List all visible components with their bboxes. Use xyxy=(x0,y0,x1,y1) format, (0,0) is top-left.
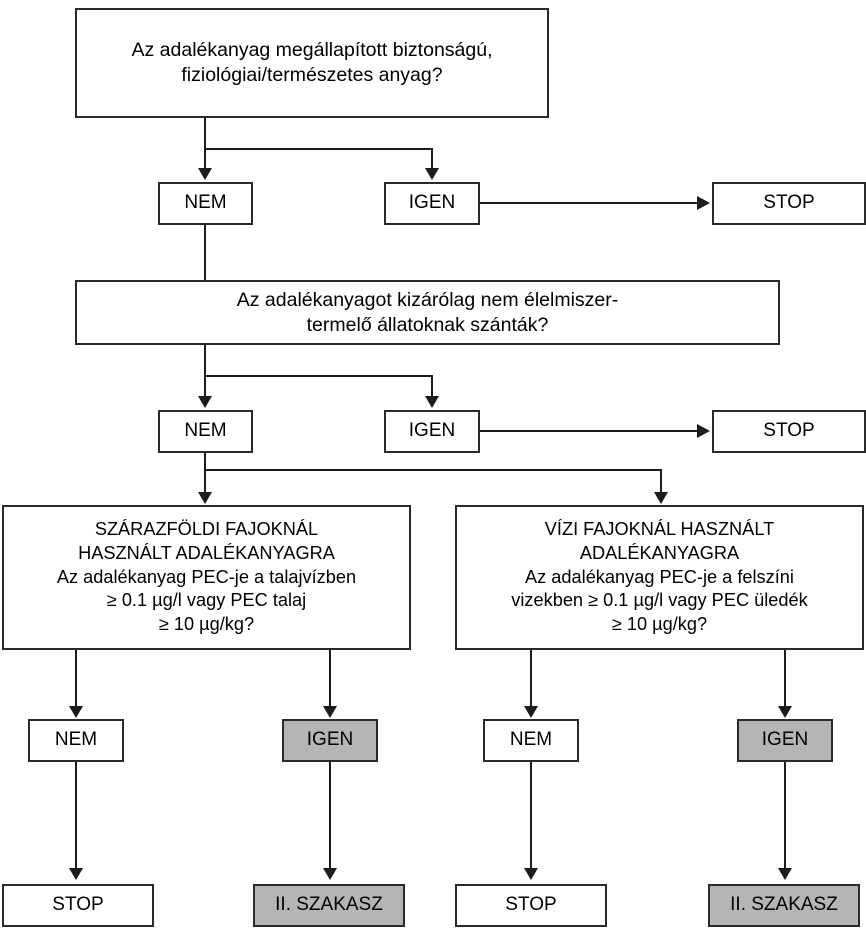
arrow-tigen-to-phase2-icon xyxy=(323,868,337,880)
node-aquatic-phase2: II. SZAKASZ xyxy=(708,884,860,927)
arrow-tnem-to-stop-icon xyxy=(69,868,83,880)
connector-nem2-to-aquatic xyxy=(660,469,662,493)
node-terrestrial-nem: NEM xyxy=(28,719,124,762)
arrow-terrestrial-to-nem-icon xyxy=(69,706,83,718)
node-terrestrial-stop: STOP xyxy=(2,884,154,927)
arrow-anem-to-stop-icon xyxy=(524,868,538,880)
terrestrial-heading-line-2: HASZNÁLT ADALÉKANYAGRA xyxy=(78,543,335,564)
node-q2-igen-label: IGEN xyxy=(408,420,456,442)
node-aquatic-igen: IGEN xyxy=(737,719,833,762)
node-aquatic-nem: NEM xyxy=(483,719,579,762)
node-q2-nem-label: NEM xyxy=(184,420,227,442)
node-terrestrial-phase2: II. SZAKASZ xyxy=(253,884,405,927)
arrow-aquatic-to-igen-icon xyxy=(778,706,792,718)
aquatic-pec-box: VÍZI FAJOKNÁL HASZNÁLT ADALÉKANYAGRA Az … xyxy=(455,505,864,650)
terrestrial-body-line-3: ≥ 10 µg/kg? xyxy=(158,613,255,634)
node-terrestrial-phase2-label: II. SZAKASZ xyxy=(275,894,383,916)
connector-tigen-to-phase2 xyxy=(329,762,331,872)
connector-q1-split-bar xyxy=(204,148,433,150)
node-q1-nem: NEM xyxy=(158,182,253,225)
aquatic-body-line-1: Az adalékanyag PEC-je a felszíni xyxy=(525,566,794,587)
terrestrial-body-line-2: ≥ 0.1 µg/l vagy PEC talaj xyxy=(106,590,307,611)
node-aquatic-stop-label: STOP xyxy=(505,894,557,916)
aquatic-heading-line-1: VÍZI FAJOKNÁL HASZNÁLT xyxy=(544,519,775,540)
node-q1-stop: STOP xyxy=(712,182,866,225)
connector-nem2-stub xyxy=(204,453,206,471)
connector-aquatic-to-igen xyxy=(784,650,786,712)
arrow-q1-to-nem-icon xyxy=(198,168,212,180)
node-aquatic-phase2-label: II. SZAKASZ xyxy=(730,894,838,916)
question-box-2-line-2: termelő állatoknak szánták? xyxy=(306,313,549,336)
connector-aquatic-to-nem xyxy=(530,650,532,712)
connector-nem1-to-q2 xyxy=(204,225,206,280)
node-terrestrial-igen: IGEN xyxy=(282,719,378,762)
question-box-2: Az adalékanyagot kizárólag nem élelmisze… xyxy=(75,280,780,345)
connector-nem2-to-terrestrial xyxy=(204,469,206,493)
connector-anem-to-stop xyxy=(530,762,532,872)
node-aquatic-stop: STOP xyxy=(455,884,607,927)
node-q1-igen: IGEN xyxy=(384,182,480,225)
node-q2-igen: IGEN xyxy=(384,410,480,453)
connector-igen2-to-stop xyxy=(480,430,699,432)
terrestrial-body-line-1: Az adalékanyag PEC-je a talajvízben xyxy=(56,566,357,587)
node-q1-stop-label: STOP xyxy=(763,192,815,214)
node-q1-nem-label: NEM xyxy=(184,192,227,214)
connector-terrestrial-to-nem xyxy=(75,650,77,712)
connector-q1-stub xyxy=(204,118,206,150)
arrow-q1-to-igen-icon xyxy=(425,168,439,180)
node-q2-stop-label: STOP xyxy=(763,420,815,442)
arrow-terrestrial-to-igen-icon xyxy=(323,706,337,718)
connector-q2-split-bar xyxy=(204,375,433,377)
arrow-q2-to-igen-icon xyxy=(425,396,439,408)
connector-q2-to-igen xyxy=(431,375,433,397)
aquatic-body-line-2: vizekben ≥ 0.1 µg/l vagy PEC üledék xyxy=(511,590,808,611)
node-terrestrial-nem-label: NEM xyxy=(54,729,98,751)
connector-q2-stub xyxy=(204,345,206,377)
arrow-nem2-to-aquatic-icon xyxy=(654,492,668,504)
node-q2-stop: STOP xyxy=(712,410,866,453)
node-q2-nem: NEM xyxy=(158,410,253,453)
terrestrial-heading-line-1: SZÁRAZFÖLDI FAJOKNÁL xyxy=(94,519,319,540)
question-box-1: Az adalékanyag megállapított biztonságú,… xyxy=(75,8,549,118)
connector-terrestrial-to-igen xyxy=(329,650,331,712)
aquatic-heading-line-2: ADALÉKANYAGRA xyxy=(579,543,740,564)
connector-q1-to-nem xyxy=(204,148,206,170)
connector-q2-to-nem xyxy=(204,375,206,397)
arrow-aigen-to-phase2-icon xyxy=(778,868,792,880)
node-aquatic-igen-label: IGEN xyxy=(761,729,809,751)
question-box-2-line-1: Az adalékanyagot kizárólag nem élelmisze… xyxy=(236,288,619,311)
connector-q1-to-igen xyxy=(431,148,433,170)
connector-tnem-to-stop xyxy=(75,762,77,872)
arrow-aquatic-to-nem-icon xyxy=(524,706,538,718)
connector-aigen-to-phase2 xyxy=(784,762,786,872)
connector-nem2-split-bar xyxy=(204,469,662,471)
node-terrestrial-stop-label: STOP xyxy=(52,894,104,916)
question-box-1-line-2: fiziológiai/természetes anyag? xyxy=(181,64,443,86)
terrestrial-pec-box: SZÁRAZFÖLDI FAJOKNÁL HASZNÁLT ADALÉKANYA… xyxy=(2,505,411,650)
node-q1-igen-label: IGEN xyxy=(408,192,456,214)
arrow-q2-to-nem-icon xyxy=(198,396,212,408)
arrow-nem2-to-terrestrial-icon xyxy=(198,492,212,504)
arrow-igen2-to-stop-icon xyxy=(697,424,710,438)
arrow-igen1-to-stop-icon xyxy=(697,196,710,210)
question-box-1-line-1: Az adalékanyag megállapított biztonságú, xyxy=(131,39,493,62)
node-aquatic-nem-label: NEM xyxy=(509,729,553,751)
node-terrestrial-igen-label: IGEN xyxy=(306,729,354,751)
aquatic-body-line-3: ≥ 10 µg/kg? xyxy=(611,613,708,634)
connector-igen1-to-stop xyxy=(480,202,699,204)
